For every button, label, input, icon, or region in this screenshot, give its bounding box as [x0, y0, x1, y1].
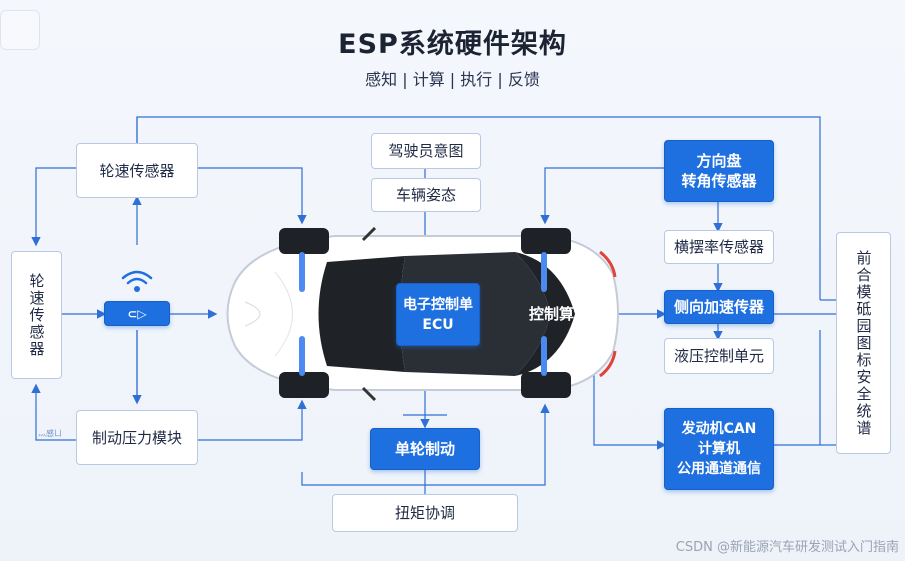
hydraulic-control-unit-box: 液压控制单元	[664, 338, 774, 374]
vehicle-attitude-box: 车辆姿态	[371, 178, 481, 212]
wheel-speed-sensor-top: 轮速传感器	[76, 143, 198, 198]
page-subtitle: 感知 | 计算 | 执行 | 反馈	[365, 70, 540, 89]
ecu-box: 电子控制单 ECU	[396, 283, 480, 346]
corner-icon	[0, 10, 40, 50]
brake-pressure-module: 制动压力模块	[76, 410, 198, 465]
steering-angle-sensor-box: 方向盘 转角传感器	[664, 140, 774, 202]
control-algorithm-box: 控制算法	[528, 305, 589, 323]
driver-intent-box: 驾驶员意图	[371, 133, 481, 169]
wheel-speed-sensor-left: 轮速传感器	[11, 251, 62, 379]
wifi-icon	[121, 270, 153, 292]
sensor-chip-icon: ⊂▷	[104, 301, 170, 326]
torque-coordination-box: 扭矩协调	[332, 494, 518, 532]
yaw-rate-sensor-box: 横摆率传感器	[664, 230, 774, 264]
small-annotation: 灬感ㄩ	[38, 429, 62, 438]
safety-system-panel: 前合模砥园图标安全统谱	[836, 232, 891, 454]
watermark: CSDN @新能源汽车研发测试入门指南	[675, 540, 899, 555]
single-wheel-brake-box: 单轮制动	[370, 428, 480, 470]
lateral-accel-sensor-box: 侧向加速传器	[664, 290, 774, 324]
page-title: ESP系统硬件架构	[338, 29, 567, 60]
engine-can-box: 发动机CAN 计算机 公用通道通信	[664, 408, 774, 490]
